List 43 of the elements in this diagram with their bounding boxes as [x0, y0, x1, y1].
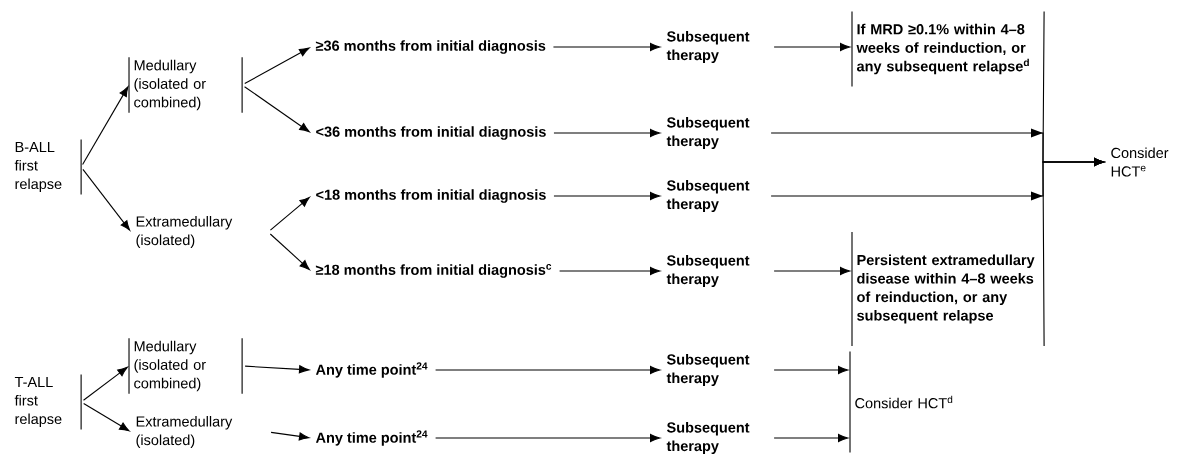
category-label: Extramedullary (isolated)	[136, 216, 233, 248]
arrow	[82, 366, 128, 401]
arrow	[553, 128, 661, 138]
therapy-label: Subsequent therapy	[666, 31, 750, 63]
therapy-label: Subsequent therapy	[666, 422, 750, 454]
arrow	[773, 365, 849, 375]
arrow	[773, 433, 849, 443]
group-label: B-ALL first relapse	[14, 138, 82, 196]
arrow	[435, 365, 661, 375]
arrow	[82, 86, 129, 165]
condition-label: If MRD ≥0.1% within 4–8 weeks of reinduction, or any subsequent relapse$^{d}$	[851, 10, 1029, 88]
timing-label: <18 months from initial diagnosis	[316, 189, 546, 203]
category-label: Extramedullary (isolated)	[136, 416, 233, 448]
timing-label: ≥36 months from initial diagnosis	[315, 40, 546, 54]
arrow	[269, 233, 310, 271]
arrow	[435, 433, 661, 443]
arrow	[244, 365, 310, 374]
timing-label: Any time point$^{24}$	[315, 362, 428, 378]
arrow	[269, 196, 310, 231]
arrow	[553, 191, 661, 201]
arrow	[244, 86, 310, 133]
outcome-label: Consider HCT$^{e}$	[1111, 147, 1169, 177]
arrow	[83, 403, 130, 432]
therapy-label: Subsequent therapy	[666, 354, 750, 386]
arrow	[559, 266, 661, 276]
arrow	[773, 266, 851, 276]
therapy-label: Subsequent therapy	[666, 255, 750, 287]
therapy-label: Subsequent therapy	[666, 180, 750, 212]
arrow	[773, 42, 851, 52]
outcome-label: Consider HCT$^{d}$	[849, 350, 953, 454]
timing-label: Any time point$^{24}$	[315, 430, 428, 446]
group-label: T-ALL first relapse	[14, 373, 82, 431]
therapy-label: Subsequent therapy	[666, 117, 750, 149]
bracket-arrow	[1042, 157, 1105, 347]
timing-label: ≥18 months from initial diagnosis$^{c}$	[315, 264, 552, 278]
arrow	[270, 431, 310, 441]
arrow	[82, 168, 131, 231]
arrow	[552, 42, 661, 52]
category-label: Medullary (isolated or combined)	[128, 56, 243, 114]
category-label: Medullary (isolated or combined)	[128, 337, 243, 395]
arrow	[244, 47, 310, 85]
timing-label: <36 months from initial diagnosis	[316, 126, 546, 140]
condition-label: Persistent extramedullary disease within 4–8 weeks of reinduction, or any subsequent relapse	[851, 231, 1035, 347]
